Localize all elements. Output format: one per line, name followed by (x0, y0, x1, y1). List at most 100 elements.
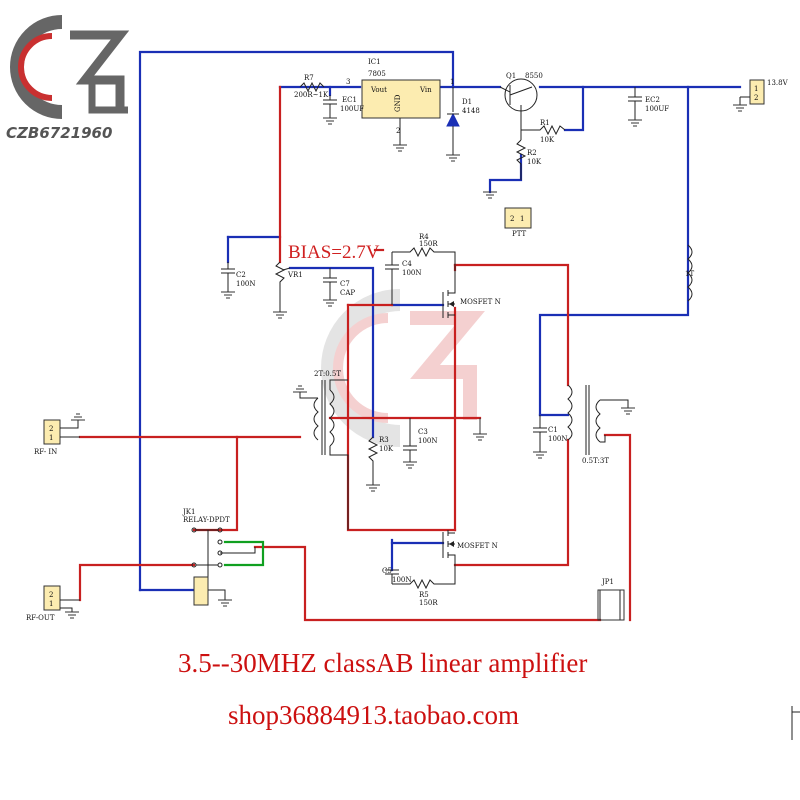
r4-resistor: R4 150R (391, 233, 456, 270)
supply-connector: 1 2 13.8V (739, 79, 789, 105)
ground-icon (273, 311, 287, 319)
c5-capacitor: C5 100N (382, 567, 412, 584)
c5-value-label: 100N (392, 576, 412, 584)
d1-diode: D1 4148 (446, 87, 480, 155)
t1-label: 2T:0.5T (314, 370, 341, 378)
ground-icon (403, 461, 417, 469)
supply-pin1-label: 1 (754, 85, 758, 93)
ground-icon (446, 154, 460, 162)
c5-ref-label: C5 (382, 567, 392, 575)
d1-value-label: 4148 (462, 107, 480, 115)
r5-ref-label: R5 (419, 591, 429, 599)
ic1-vout-label: Vout (370, 86, 387, 94)
relay-wiring (223, 540, 265, 567)
jp1-jumper: JP1 (597, 578, 625, 621)
mosfet-bottom: MOSFET N (442, 530, 498, 565)
bias-voltage-label: BIAS=2.7V (288, 242, 380, 263)
ec2-ref-label: EC2 (645, 96, 660, 104)
rf-in-pin2-label: 2 (49, 425, 53, 433)
ic1-pin1-label: 1 (450, 78, 454, 86)
supply-label: 13.8V (767, 79, 789, 87)
vr1-label: VR1 (287, 271, 303, 279)
vr1-potentiometer: VR1 (274, 261, 303, 312)
c2-ref-label: C2 (236, 271, 246, 279)
l-1t-label: 1T (685, 270, 694, 278)
ground-icon (483, 191, 497, 199)
ground-icon (733, 104, 747, 112)
rf-in-connector: 2 1 RF- IN (34, 419, 80, 456)
rf-out-connector: 2 1 RF-OUT (26, 585, 80, 622)
ic1-pin2-label: 2 (396, 127, 400, 135)
ec1-ref-label: EC1 (342, 96, 357, 104)
mosfet-top-label: MOSFET N (460, 298, 501, 306)
r1-ref-label: R1 (540, 119, 550, 127)
c7-ref-label: C7 (340, 280, 350, 288)
ec2-value-label: 100UF (645, 105, 669, 113)
r5-value-label: 150R (419, 599, 438, 607)
q1-transistor: Q1 8550 (499, 72, 543, 140)
rf-out-pin1-label: 1 (49, 600, 53, 608)
watermark-logo-icon (321, 289, 485, 447)
ground-icon (221, 291, 235, 299)
c7-value-label: CAP (340, 289, 355, 297)
r3-ref-label: R3 (379, 436, 389, 444)
ic1-pin3-label: 3 (346, 78, 350, 86)
ic1-gnd-label: GND (394, 94, 402, 112)
r4-ref-label: R4 (419, 233, 429, 241)
c4-capacitor: C4 100N (385, 260, 422, 305)
ic1-regulator: IC1 7805 Vout Vin GND 3 1 2 (346, 58, 454, 145)
c1-value-label: 100N (548, 435, 568, 443)
mosfet-bottom-label: MOSFET N (457, 542, 498, 550)
mosfet-top: MOSFET N (442, 270, 501, 318)
c4-value-label: 100N (402, 269, 422, 277)
r3-value-label: 10K (379, 445, 394, 453)
c4-ref-label: C4 (402, 260, 412, 268)
t1-transformer: 2T:0.5T (299, 370, 349, 530)
ground-icon (366, 484, 380, 492)
c3-ref-label: C3 (418, 428, 428, 436)
ground-icon (323, 117, 337, 125)
c1-ref-label: C1 (548, 426, 558, 434)
edge-connector-fragment (791, 706, 800, 740)
ground-icon (393, 144, 407, 152)
rf-in-label: RF- IN (34, 448, 57, 456)
shop-url: shop36884913.taobao.com (228, 700, 519, 730)
diagram-title: 3.5--30MHZ classAB linear amplifier (178, 648, 587, 678)
ground-icon (65, 611, 79, 619)
rf-wiring (78, 85, 632, 622)
ec1-value-label: 100UF (340, 105, 364, 113)
r7-value-label: 200R~1K (294, 91, 329, 99)
ground-icon (218, 599, 232, 607)
r2-ref-label: R2 (527, 149, 537, 157)
c2-value-label: 100N (236, 280, 256, 288)
d1-ref-label: D1 (462, 98, 472, 106)
r1-value-label: 10K (540, 136, 555, 144)
ground-icon (628, 119, 642, 127)
ground-icon (71, 413, 85, 421)
r7-resistor: R7 200R~1K (294, 74, 329, 99)
ec2-capacitor: EC2 100UF (628, 87, 669, 120)
ic1-vin-label: Vin (419, 86, 432, 94)
ptt-connector: 2 1 PTT (504, 207, 532, 238)
ec1-capacitor: EC1 100UF (323, 95, 364, 118)
r1-resistor: R1 10K (521, 119, 566, 144)
c7-capacitor: C7 CAP (323, 268, 355, 300)
ground-icon (293, 385, 307, 393)
jk1-value-label: RELAY-DPDT (183, 516, 230, 524)
l-1t-inductor: 1T (685, 244, 694, 302)
ptt-label: PTT (512, 230, 527, 238)
c3-value-label: 100N (418, 437, 438, 445)
ptt-pin2-label: 2 (510, 215, 514, 223)
rf-out-pin2-label: 2 (49, 591, 53, 599)
r2-resistor: R2 10K (515, 139, 542, 180)
r5-resistor: R5 150R (392, 565, 456, 607)
c1-capacitor: C1 100N (533, 415, 568, 452)
t2-transformer: 0.5T:3T (567, 384, 629, 465)
ground-icon (621, 407, 635, 415)
ic1-ref-label: IC1 (368, 58, 381, 66)
r3-resistor: R3 10K (367, 436, 394, 485)
rf-out-label: RF-OUT (26, 614, 55, 622)
c2-capacitor: C2 100N (221, 262, 256, 292)
ground-icon (323, 299, 337, 307)
